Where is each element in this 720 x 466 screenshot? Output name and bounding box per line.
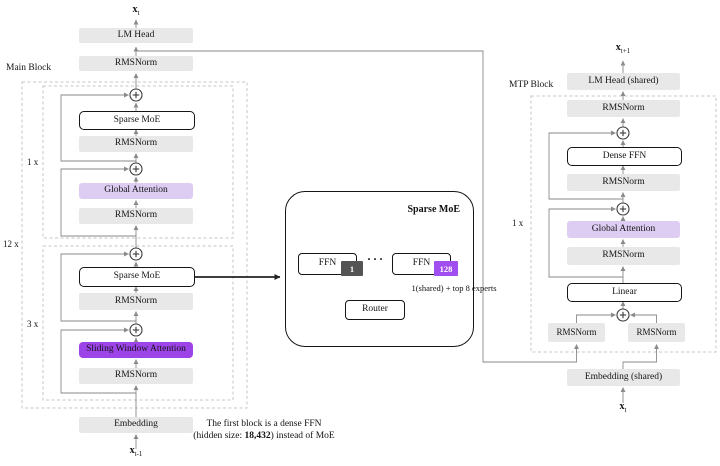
xt-output-label: xt: [132, 4, 140, 17]
main-block-label: Main Block: [6, 63, 52, 73]
rmsnorm-box: RMSNorm: [548, 323, 605, 342]
rmsnorm-box: RMSNorm: [567, 247, 680, 265]
rmsnorm-box: RMSNorm: [567, 174, 680, 191]
repeat-3x-label: 3 x: [27, 319, 39, 329]
dense-ffn-annotation: The first block is a dense FFN (hidden s…: [154, 419, 374, 442]
mtp-block-label: MTP Block: [509, 80, 554, 90]
swa-group-border: [42, 245, 234, 401]
experts-ellipsis: ···: [366, 252, 385, 266]
add-icon: [616, 202, 630, 216]
embedding-box: Embedding: [79, 417, 193, 433]
mtp-block-border: [530, 95, 717, 353]
rmsnorm-box: RMSNorm: [79, 368, 193, 384]
main-residual-bypasses: [60, 92, 136, 394]
xtm1-input-label: xt-1: [129, 445, 143, 458]
repeat-12x-label: 12 x: [3, 239, 19, 249]
main-block-border: [21, 81, 248, 409]
rmsnorm-box: RMSNorm: [79, 136, 193, 152]
sparse-moe-box: Sparse MoE: [79, 267, 195, 287]
add-icon: [129, 88, 143, 102]
lm-head-box: LM Head: [79, 28, 193, 43]
global-attention-box: Global Attention: [567, 221, 680, 238]
mtp-stream-arrows: [548, 60, 657, 403]
rmsnorm-box: RMSNorm: [79, 56, 193, 71]
embedding-shared-box: Embedding (shared): [567, 369, 680, 386]
sparse-moe-detail-title: Sparse MoE: [407, 204, 461, 215]
annotation-line1: The first block is a dense FFN: [206, 419, 322, 429]
sparse-moe-box: Sparse MoE: [79, 111, 195, 130]
add-icon: [129, 162, 143, 176]
xtp1-output-label: xt+1: [615, 42, 631, 55]
lm-head-shared-box: LM Head (shared): [567, 73, 680, 90]
linear-box: Linear: [567, 283, 682, 302]
embedding-route: [622, 344, 659, 369]
cross-block-routes: [136, 50, 659, 369]
rmsnorm-box: RMSNorm: [79, 293, 193, 310]
global-attention-box: Global Attention: [79, 183, 193, 199]
xt-input-label: xt: [619, 401, 627, 414]
add-icon: [129, 247, 143, 261]
dense-ffn-box: Dense FFN: [567, 147, 682, 166]
add-icon: [129, 323, 143, 337]
expert-index-badge-first: 1: [341, 261, 363, 276]
experts-note: 1(shared) + top 8 experts: [411, 283, 497, 293]
router-box: Router: [345, 300, 405, 320]
rmsnorm-box: RMSNorm: [79, 208, 193, 224]
expert-index-badge-last: 128: [434, 261, 458, 276]
rmsnorm-box: RMSNorm: [628, 323, 685, 342]
global-attn-group-border: [42, 85, 234, 239]
annotation-line2: (hidden size: 18,432) instead of MoE: [193, 430, 335, 441]
rmsnorm-box: RMSNorm: [567, 100, 680, 117]
sliding-window-attention-box: Sliding Window Attention: [79, 342, 193, 358]
dashed-group-borders: [21, 81, 717, 409]
add-icon: [616, 126, 630, 140]
hidden-state-route: [136, 50, 579, 363]
repeat-1x-label: 1 x: [27, 157, 39, 167]
add-icon: [616, 308, 630, 322]
mtp-repeat-1x-label: 1 x: [512, 218, 524, 228]
